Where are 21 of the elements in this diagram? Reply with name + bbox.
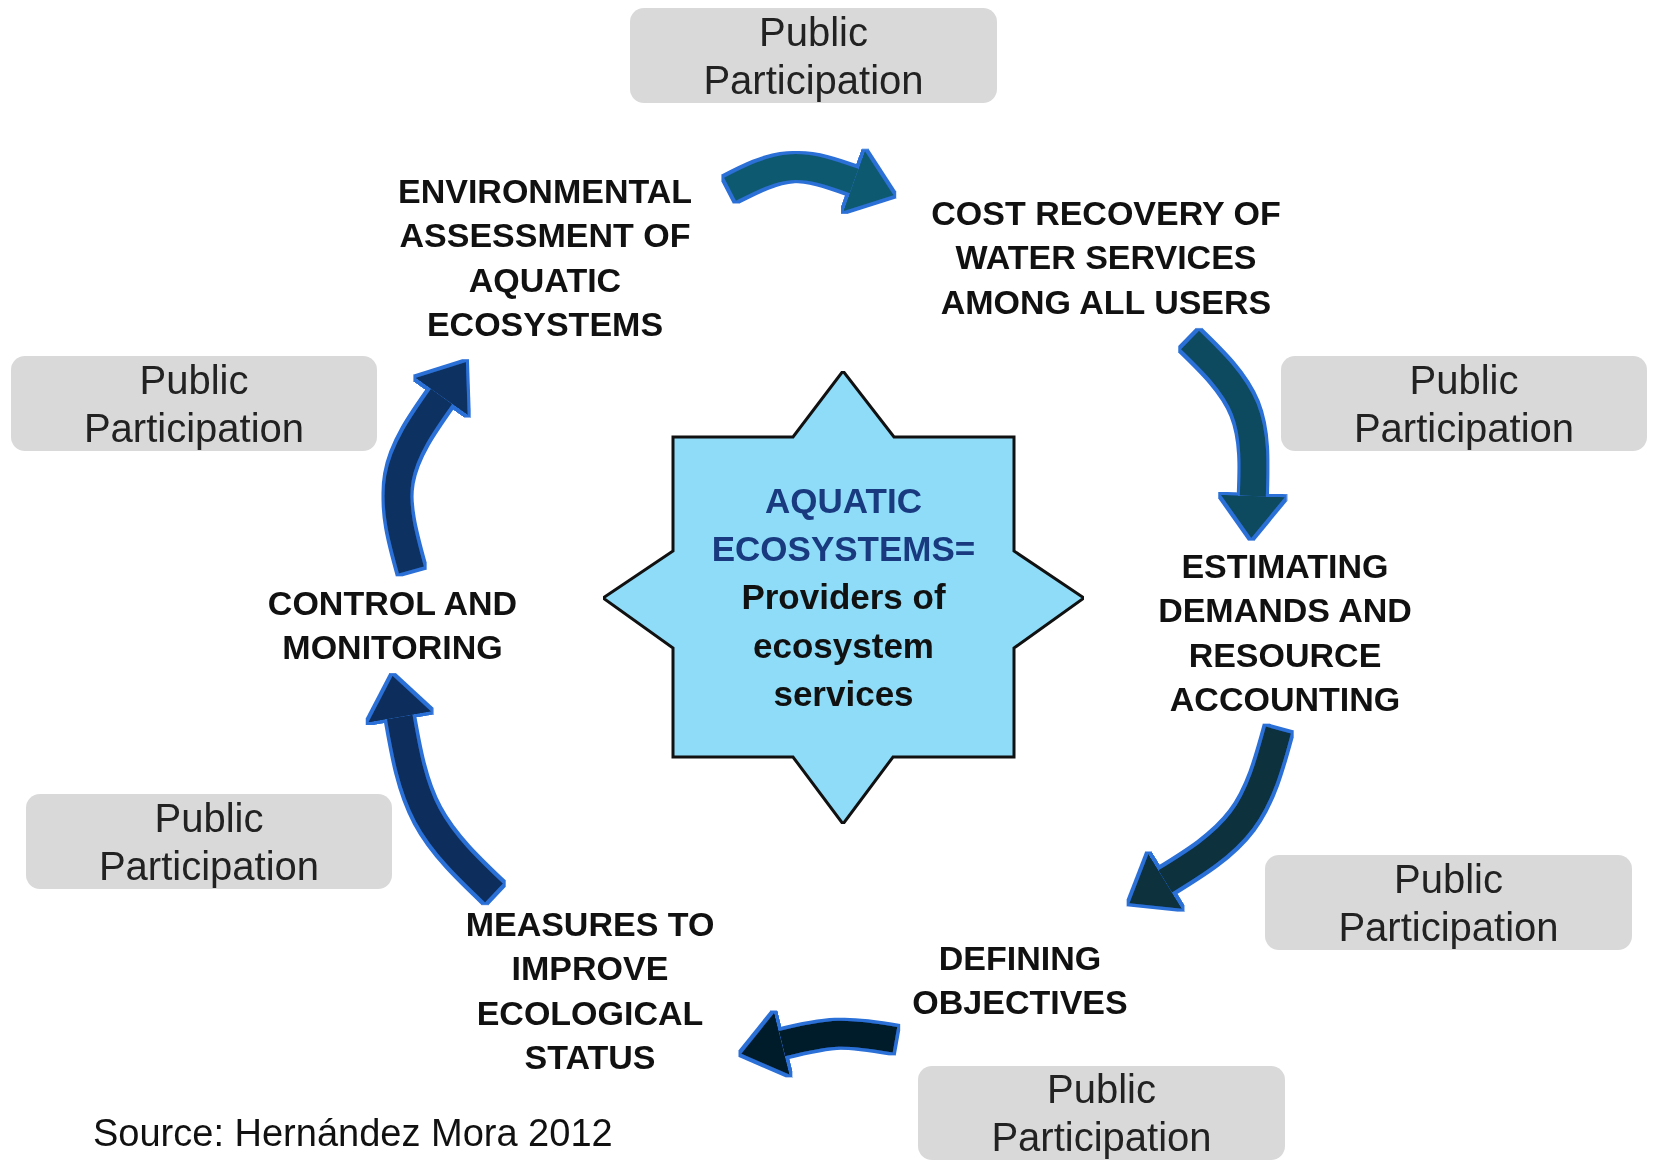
participation-box xyxy=(11,356,377,451)
participation-box xyxy=(1281,356,1647,451)
source-note: Source: Hernández Mora 2012 xyxy=(93,1112,613,1155)
center-title: AQUATIC ECOSYSTEMS= xyxy=(710,479,977,571)
step-label: MEASURES TO IMPROVE ECOLOGICAL STATUS xyxy=(440,893,740,1088)
step-label: DEFINING OBJECTIVES xyxy=(895,915,1145,1045)
center-subtitle: Providers of ecosystem services xyxy=(740,576,947,715)
participation-label: Public Participation xyxy=(98,794,320,890)
participation-label: Public Participation xyxy=(703,8,924,104)
participation-label: Public Participation xyxy=(1338,855,1559,951)
participation-label: Public Participation xyxy=(1353,356,1575,452)
step-label: CONTROL AND MONITORING xyxy=(235,570,550,680)
participation-label: Public Participation xyxy=(991,1066,1212,1161)
participation-box xyxy=(26,794,392,889)
step-label: ESTIMATING DEMANDS AND RESOURCE ACCOUNTING xyxy=(1120,535,1450,730)
step-label: COST RECOVERY OF WATER SERVICES AMONG ALL USERS xyxy=(896,175,1316,340)
step-label: ENVIRONMENTAL ASSESSMENT OF AQUATIC ECOSYSTEMS xyxy=(360,160,730,355)
participation-label: Public Participation xyxy=(83,356,305,452)
participation-box xyxy=(1265,855,1632,950)
participation-box xyxy=(630,8,997,103)
participation-box xyxy=(918,1066,1285,1160)
